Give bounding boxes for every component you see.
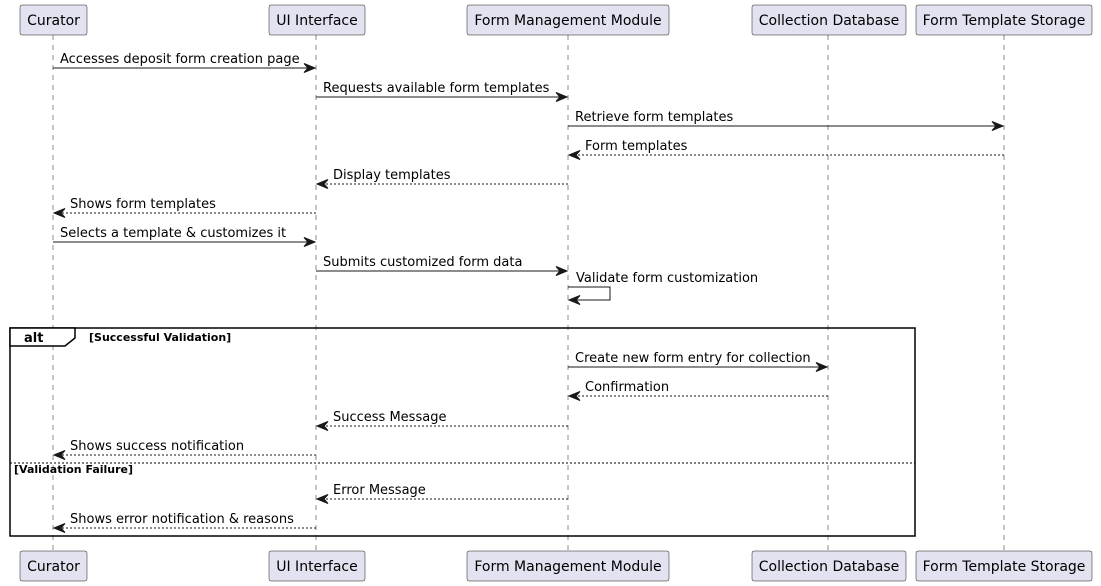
message-label: Display templates bbox=[333, 168, 451, 183]
message-7: Selects a template & customizes it bbox=[53, 226, 317, 247]
message-label: Requests available form templates bbox=[323, 81, 550, 96]
message-label: Success Message bbox=[333, 410, 446, 425]
participant-label: Curator bbox=[27, 13, 80, 29]
message-label: Submits customized form data bbox=[323, 255, 522, 270]
message-label: Shows form templates bbox=[70, 197, 216, 212]
participant-box bbox=[466, 550, 670, 582]
message-label: Retrieve form templates bbox=[575, 110, 733, 125]
participant-ui-bottom: UI Interface bbox=[268, 550, 366, 582]
participant-fts-bottom: Form Template Storage bbox=[915, 550, 1093, 582]
arrowhead bbox=[555, 92, 569, 102]
alt-frame-tab bbox=[9, 327, 76, 347]
arrowhead bbox=[52, 208, 66, 218]
participant-label: Form Template Storage bbox=[923, 559, 1086, 575]
arrowhead bbox=[567, 391, 581, 401]
arrowhead bbox=[315, 421, 329, 431]
participant-box bbox=[268, 4, 366, 36]
arrowhead bbox=[567, 150, 581, 160]
alt-frame: alt [Successful Validation] [Validation … bbox=[9, 327, 916, 537]
participant-curator-top: Curator bbox=[19, 4, 88, 36]
participant-box bbox=[915, 550, 1093, 582]
message-1: Accesses deposit form creation page bbox=[53, 52, 317, 73]
participant-box bbox=[466, 4, 670, 36]
arrowhead bbox=[991, 121, 1005, 131]
message-8: Submits customized form data bbox=[316, 255, 569, 276]
alt-guard-failure: [Validation Failure] bbox=[14, 463, 133, 476]
arrowhead bbox=[315, 179, 329, 189]
message-label: Validate form customization bbox=[576, 271, 758, 286]
message-6: Shows form templates bbox=[52, 197, 316, 218]
participant-curator-bottom: Curator bbox=[19, 550, 88, 582]
message-3: Retrieve form templates bbox=[568, 110, 1005, 131]
message-label: Accesses deposit form creation page bbox=[60, 52, 300, 67]
arrowhead bbox=[815, 362, 829, 372]
message-15: Shows error notification & reasons bbox=[52, 512, 316, 533]
alt-frame-border bbox=[9, 327, 916, 537]
message-label: Create new form entry for collection bbox=[575, 351, 811, 366]
participant-label: Form Template Storage bbox=[923, 13, 1086, 29]
message-label: Form templates bbox=[585, 139, 688, 154]
participant-label: Collection Database bbox=[759, 559, 900, 575]
participant-label: Curator bbox=[27, 559, 80, 575]
message-14: Error Message bbox=[315, 483, 568, 504]
participant-fmm-top: Form Management Module bbox=[466, 4, 670, 36]
message-12: Success Message bbox=[315, 410, 568, 431]
participant-box bbox=[19, 550, 88, 582]
participant-box bbox=[751, 550, 907, 582]
alt-guard-success: [Successful Validation] bbox=[89, 331, 231, 344]
message-11: Confirmation bbox=[567, 380, 828, 401]
message-label: Confirmation bbox=[585, 380, 669, 395]
message-label: Shows error notification & reasons bbox=[70, 512, 294, 527]
message-5: Display templates bbox=[315, 168, 568, 189]
message-2: Requests available form templates bbox=[316, 81, 569, 102]
arrowhead bbox=[52, 450, 66, 460]
participant-fts-top: Form Template Storage bbox=[915, 4, 1093, 36]
message-line bbox=[568, 286, 611, 301]
arrowhead bbox=[555, 266, 569, 276]
participant-box bbox=[915, 4, 1093, 36]
message-label: Selects a template & customizes it bbox=[60, 226, 286, 241]
participant-label: UI Interface bbox=[276, 559, 358, 575]
arrowhead bbox=[303, 237, 317, 247]
message-9: Validate form customization bbox=[567, 271, 758, 305]
arrowhead bbox=[52, 523, 66, 533]
participant-label: Form Management Module bbox=[474, 559, 661, 575]
lifelines bbox=[52, 35, 1005, 551]
message-13: Shows success notification bbox=[52, 439, 316, 460]
message-4: Form templates bbox=[567, 139, 1004, 160]
arrowhead bbox=[303, 63, 317, 73]
messages: Accesses deposit form creation pageReque… bbox=[52, 52, 1005, 533]
arrowhead bbox=[567, 295, 581, 305]
message-label: Error Message bbox=[333, 483, 426, 498]
participant-label: Form Management Module bbox=[474, 13, 661, 29]
participant-cdb-bottom: Collection Database bbox=[751, 550, 907, 582]
participant-box bbox=[268, 550, 366, 582]
message-10: Create new form entry for collection bbox=[568, 351, 829, 372]
alt-frame-keyword: alt bbox=[24, 331, 43, 346]
participant-box bbox=[751, 4, 907, 36]
arrowhead bbox=[315, 494, 329, 504]
participant-cdb-top: Collection Database bbox=[751, 4, 907, 36]
message-label: Shows success notification bbox=[70, 439, 244, 454]
participant-label: Collection Database bbox=[759, 13, 900, 29]
participant-label: UI Interface bbox=[276, 13, 358, 29]
participant-fmm-bottom: Form Management Module bbox=[466, 550, 670, 582]
participant-box bbox=[19, 4, 88, 36]
participant-ui-top: UI Interface bbox=[268, 4, 366, 36]
